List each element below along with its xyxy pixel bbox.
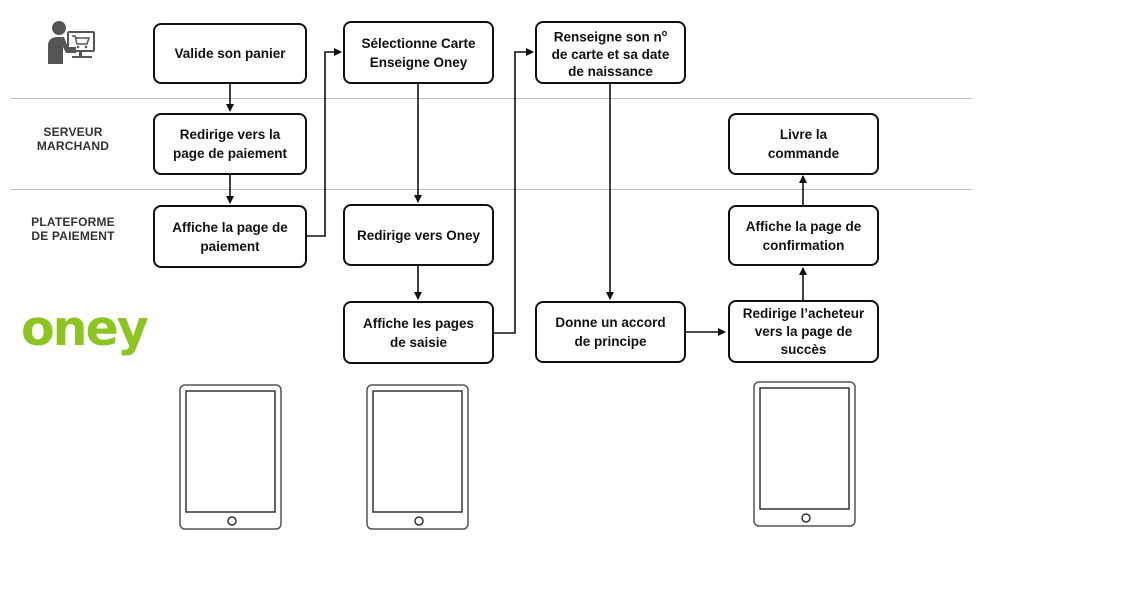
tablet-icon: [753, 381, 856, 527]
arrow: [306, 48, 342, 237]
oney-logo: oney: [21, 300, 149, 357]
box-redirige-acheteur-succes: Redirige l’acheteur vers la page de succ…: [728, 300, 879, 363]
box-affiche-page-confirmation: Affiche la page de confirmation: [728, 205, 879, 266]
box-affiche-page-paiement: Affiche la page de paiement: [153, 205, 307, 268]
lane-label-plateforme-paiement: PLATEFORME DE PAIEMENT: [31, 215, 115, 243]
tablet-icon: [179, 384, 282, 530]
box-valide-son-panier: Valide son panier: [153, 23, 307, 84]
box-donne-accord-principe: Donne un accord de principe: [535, 301, 686, 363]
box-selectionne-carte: Sélectionne Carte Enseigne Oney: [343, 21, 494, 84]
box-redirige-page-paiement: Redirige vers la page de paiement: [153, 113, 307, 175]
box-renseigne-carte: Renseigne son no de carte et sa date de …: [535, 21, 686, 84]
box-affiche-pages-saisie: Affiche les pages de saisie: [343, 301, 494, 364]
box-redirige-vers-oney: Redirige vers Oney: [343, 204, 494, 266]
arrow: [493, 48, 534, 334]
tablet-icon: [366, 384, 469, 530]
lane-label-serveur-marchand: SERVEUR MARCHAND: [36, 125, 110, 153]
box-livre-commande: Livre la commande: [728, 113, 879, 175]
shopper-at-computer-icon: [48, 21, 95, 64]
